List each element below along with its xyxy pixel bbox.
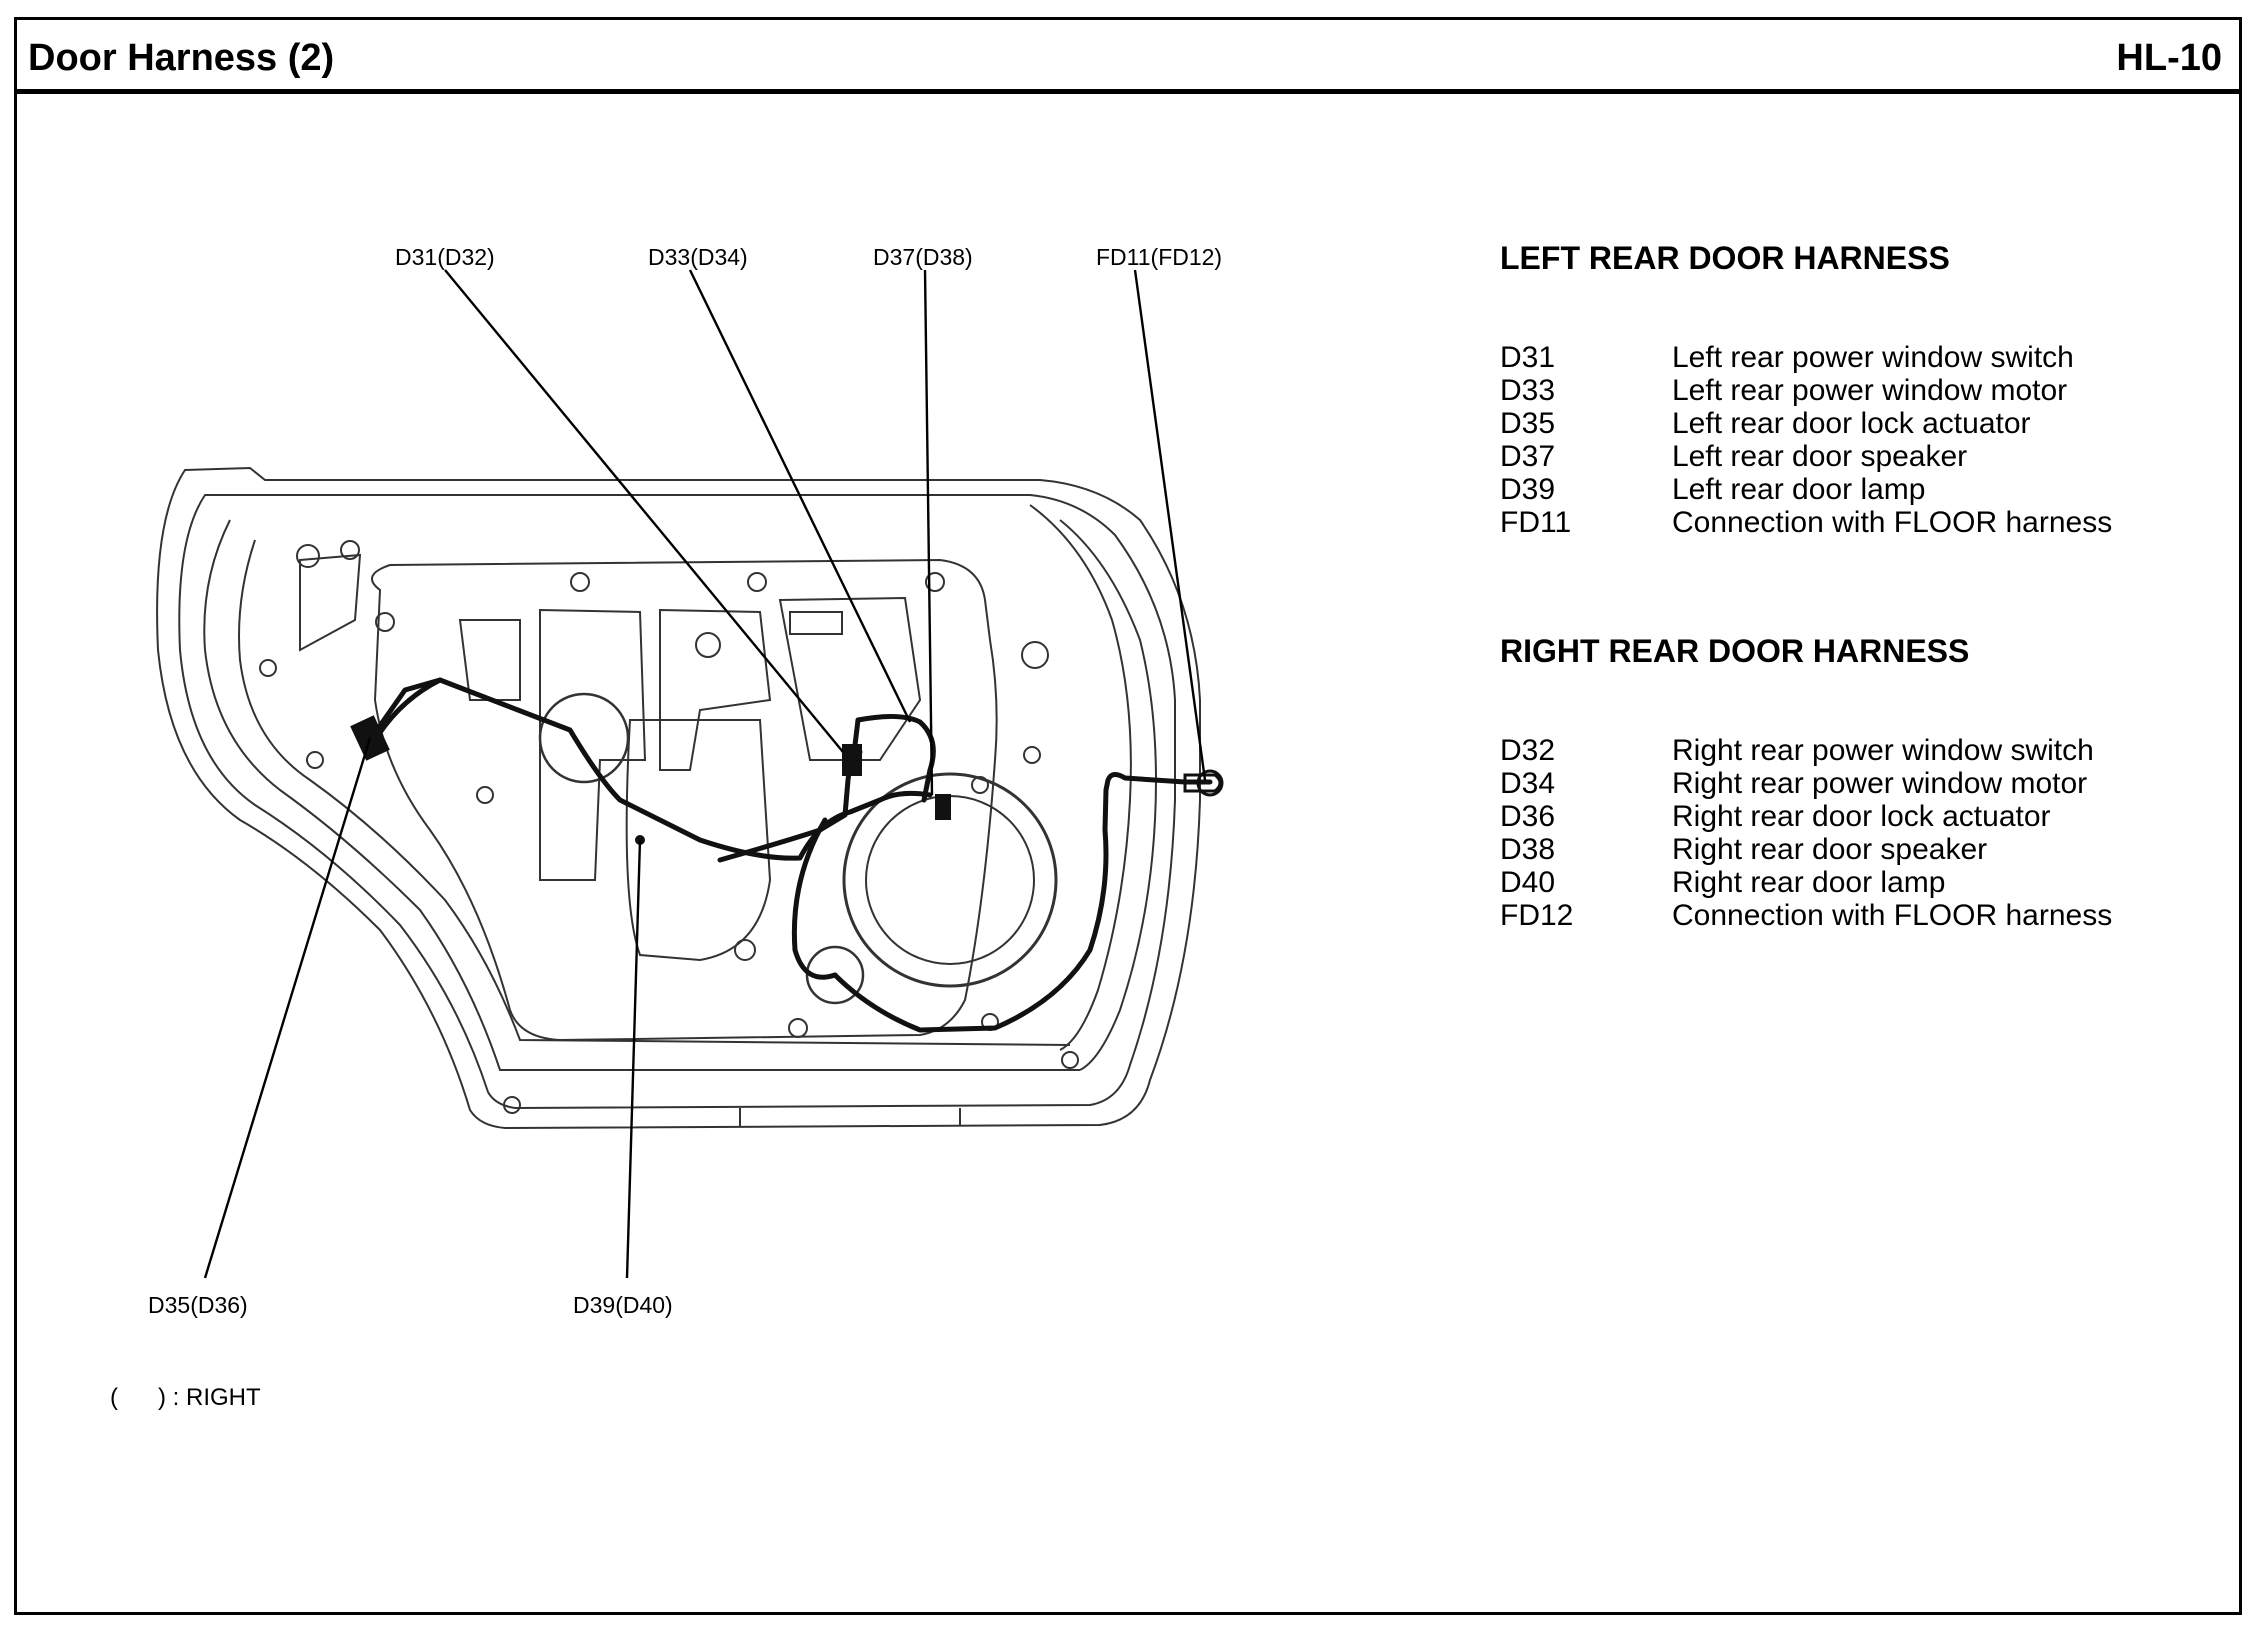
legend-code: D32 <box>1500 734 1556 767</box>
legend-row: D33 Left rear power window motor <box>1500 374 2112 407</box>
legend-code: D33 <box>1500 374 1556 407</box>
harness-connectors <box>350 715 1224 845</box>
legend-code: D36 <box>1500 800 1556 833</box>
legend-desc: Right rear door speaker <box>1672 833 1988 866</box>
left-legend-heading: LEFT REAR DOOR HARNESS <box>1500 240 1950 276</box>
callout-d33: D33(D34) <box>648 244 748 270</box>
legend-row: D32 Right rear power window switch <box>1500 734 2112 767</box>
legend-desc: Left rear power window motor <box>1672 374 2068 407</box>
callout-d39: D39(D40) <box>573 1292 673 1318</box>
legend-row: D39 Left rear door lamp <box>1500 473 2112 506</box>
legend-code: D37 <box>1500 440 1556 473</box>
legend-code: D35 <box>1500 407 1556 440</box>
right-legend-heading: RIGHT REAR DOOR HARNESS <box>1500 633 1970 669</box>
legend-code: D34 <box>1500 767 1556 800</box>
legend-row: FD11 Connection with FLOOR harness <box>1500 506 2112 539</box>
legend-code: D38 <box>1500 833 1556 866</box>
wiring-harness <box>367 677 1213 1033</box>
page-code: HL-10 <box>2116 37 2222 79</box>
legend-row: D34 Right rear power window motor <box>1500 767 2112 800</box>
header-divider <box>14 89 2242 94</box>
callout-labels: D31(D32) D33(D34) D37(D38) FD11(FD12) D3… <box>148 244 1222 1318</box>
legend-desc: Connection with FLOOR harness <box>1672 506 2113 539</box>
legend-row: D40 Right rear door lamp <box>1500 866 2112 899</box>
legend-code: D40 <box>1500 866 1556 899</box>
legend-desc: Left rear door lamp <box>1672 473 1926 506</box>
legend-row: FD12 Connection with FLOOR harness <box>1500 899 2112 932</box>
legend-code: D31 <box>1500 341 1556 374</box>
legend-desc: Right rear power window switch <box>1672 734 2094 767</box>
legend-desc: Right rear door lock actuator <box>1672 800 2051 833</box>
legend-desc: Left rear power window switch <box>1672 341 2074 374</box>
legend-code: FD11 <box>1500 506 1572 539</box>
legend-desc: Right rear door lamp <box>1672 866 1946 899</box>
legend-row: D38 Right rear door speaker <box>1500 833 2112 866</box>
callout-d31: D31(D32) <box>395 244 495 270</box>
legend-desc: Left rear door speaker <box>1672 440 1968 473</box>
legend-row: D31 Left rear power window switch <box>1500 341 2112 374</box>
legend-code: D39 <box>1500 473 1556 506</box>
callout-fd11: FD11(FD12) <box>1096 244 1222 270</box>
callout-d37: D37(D38) <box>873 244 973 270</box>
legend-desc: Connection with FLOOR harness <box>1672 899 2113 932</box>
legend-code: FD12 <box>1500 899 1574 932</box>
legend-row: D37 Left rear door speaker <box>1500 440 2112 473</box>
legend-row: D36 Right rear door lock actuator <box>1500 800 2112 833</box>
callout-d35: D35(D36) <box>148 1292 248 1318</box>
legend-desc: Right rear power window motor <box>1672 767 2088 800</box>
legend-desc: Left rear door lock actuator <box>1672 407 2031 440</box>
door-panel-drawing <box>156 466 1201 1130</box>
page-header: Door Harness (2) HL-10 <box>14 17 2242 97</box>
page-frame <box>14 17 2242 1615</box>
page-title: Door Harness (2) <box>28 37 335 79</box>
legend-row: D35 Left rear door lock actuator <box>1500 407 2112 440</box>
right-side-note: ( ) : RIGHT <box>110 1384 261 1411</box>
callout-leaders <box>203 269 1207 1279</box>
